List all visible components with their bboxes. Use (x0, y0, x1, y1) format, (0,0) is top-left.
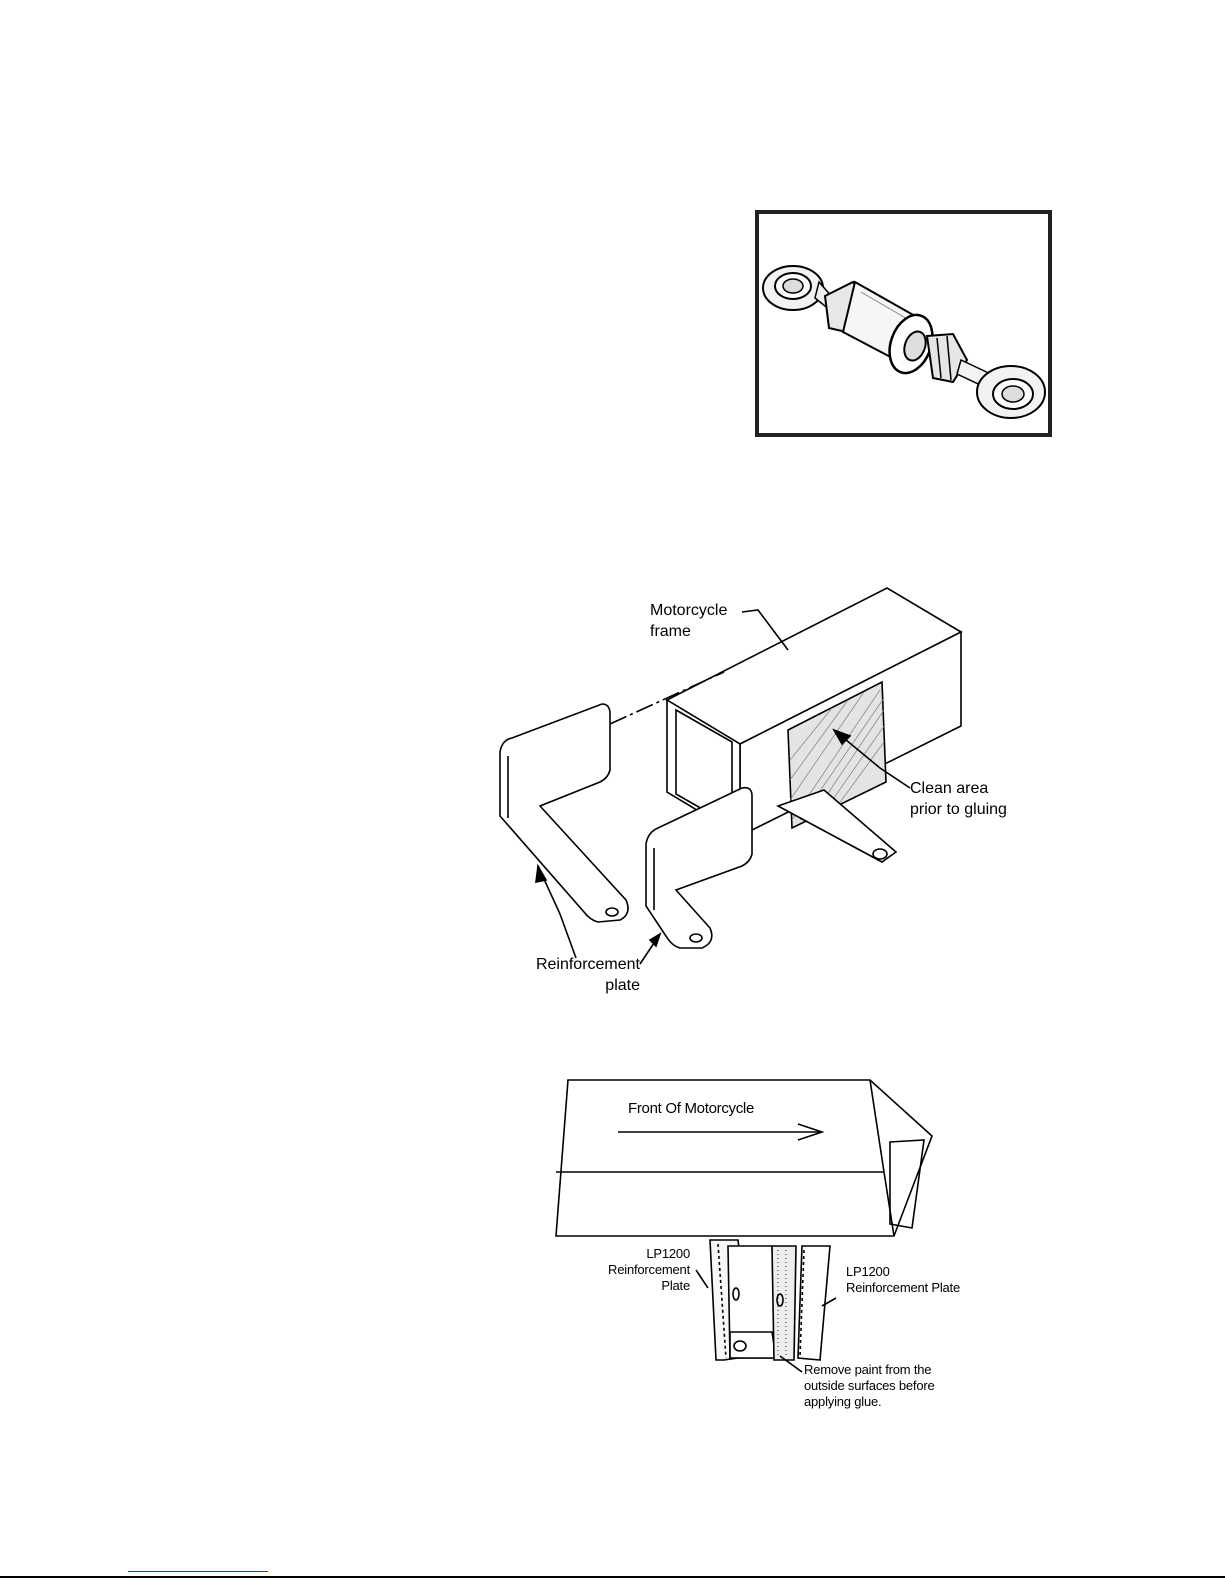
label-line: Reinforcement Plate (846, 1280, 966, 1296)
label-line: prior to gluing (910, 799, 1050, 820)
shock-absorber-photo (755, 210, 1052, 437)
label-left-reinforcement-plate: LP1200 Reinforcement Plate (578, 1246, 690, 1294)
label-line: LP1200 (578, 1246, 690, 1262)
label-line: outside surfaces before (804, 1378, 964, 1394)
label-motorcycle-frame: Motorcycle frame (650, 600, 770, 642)
label-line: Reinforcement Plate (578, 1262, 690, 1294)
label-line: Remove paint from the (804, 1362, 964, 1378)
label-clean-area: Clean area prior to gluing (910, 778, 1050, 820)
figure-frame-plates: Motorcycle frame Clean area prior to glu… (480, 570, 1060, 1010)
label-line: applying glue. (804, 1394, 964, 1410)
footer-link-underline[interactable] (128, 1571, 268, 1572)
label-line: Reinforcement (524, 954, 640, 975)
label-reinforcement-plate: Reinforcement plate (524, 954, 640, 996)
label-remove-paint: Remove paint from the outside surfaces b… (804, 1362, 964, 1410)
figure-front-view: Front Of Motorcycle LP1200 Reinforcement… (540, 1060, 970, 1440)
label-line: LP1200 (846, 1264, 966, 1280)
footer-rule (0, 1576, 1225, 1578)
label-line: plate (524, 975, 640, 996)
label-line: frame (650, 621, 770, 642)
label-line: Motorcycle (650, 600, 770, 621)
label-right-reinforcement-plate: LP1200 Reinforcement Plate (846, 1264, 966, 1296)
label-front-of-motorcycle: Front Of Motorcycle (628, 1100, 828, 1117)
shock-absorber-icon (755, 210, 1052, 437)
label-line: Clean area (910, 778, 1050, 799)
